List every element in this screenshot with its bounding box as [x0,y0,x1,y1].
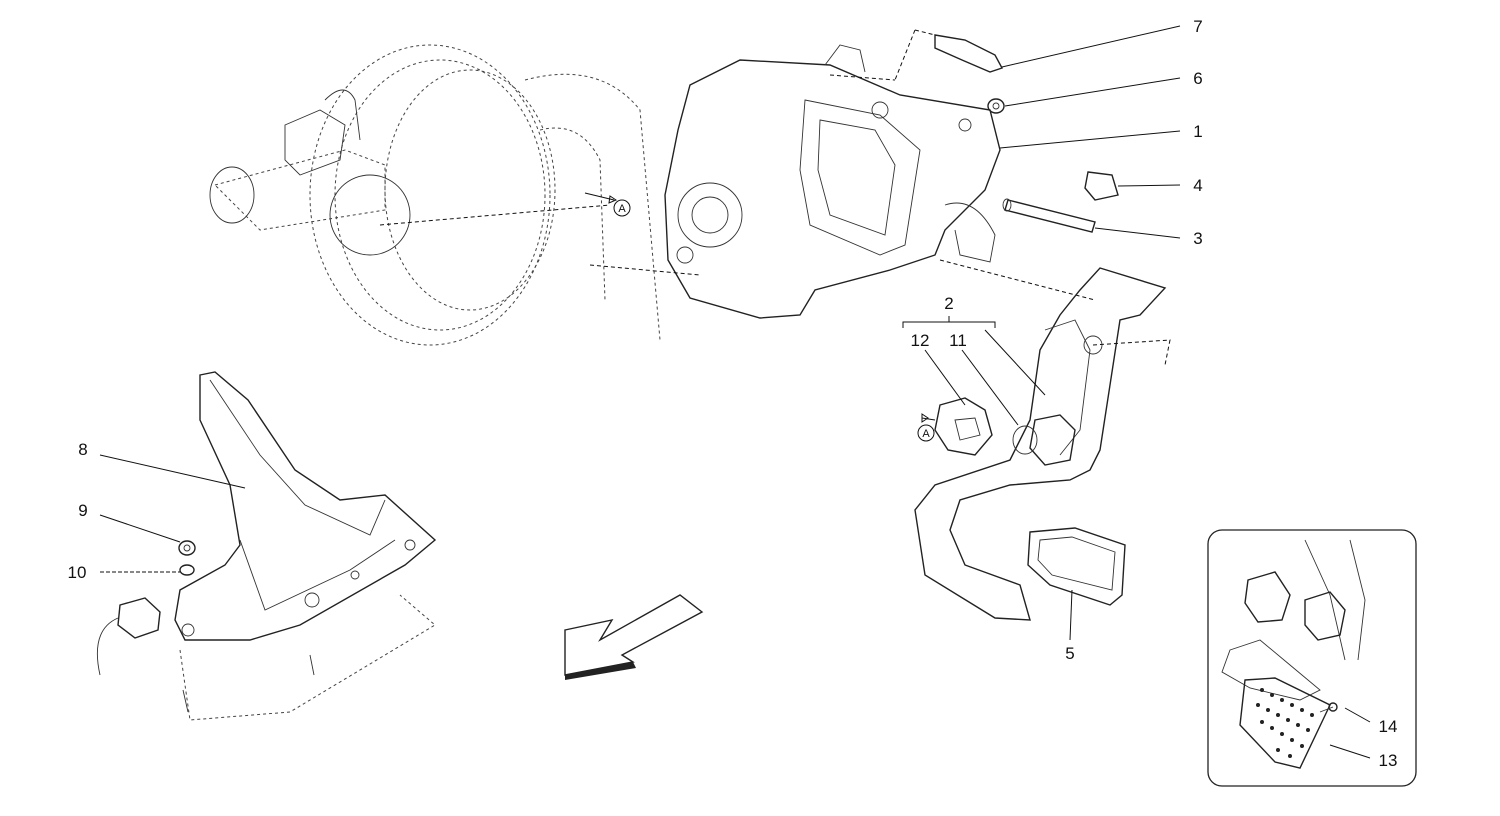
callout-14: 14 [1379,717,1398,736]
callout-5: 5 [1065,644,1074,663]
callout-1: 1 [1193,122,1202,141]
direction-arrow-icon [564,594,704,680]
callout-12: 12 [911,331,930,350]
callout-2: 2 [944,294,953,313]
callout-6: 6 [1193,69,1202,88]
callout-9: 9 [78,501,87,520]
detail-inset [1207,529,1417,787]
callout-11: 11 [949,331,967,350]
callout-numbers: 7 6 1 4 3 2 12 11 5 8 9 10 14 13 [68,17,1398,770]
callout-3: 3 [1193,229,1202,248]
reference-marker-a-bottom: A [917,424,935,442]
brake-booster-drawing [209,44,661,346]
perforated-pad-holes [1256,688,1314,758]
small-parts-top-right [829,29,1119,233]
reference-marker-a-top: A [584,192,631,217]
pedal-box-housing [589,44,1096,319]
accelerator-pedal-assembly [96,371,437,721]
leader-lines [99,25,1371,759]
callout-4: 4 [1193,176,1202,195]
reference-a-label: A [922,428,930,440]
callout-10: 10 [68,563,87,582]
callout-13: 13 [1379,751,1398,770]
reference-a-label: A [618,203,626,215]
callout-8: 8 [78,440,87,459]
callout-7: 7 [1193,17,1202,36]
brake-pedal-assembly [914,267,1171,621]
